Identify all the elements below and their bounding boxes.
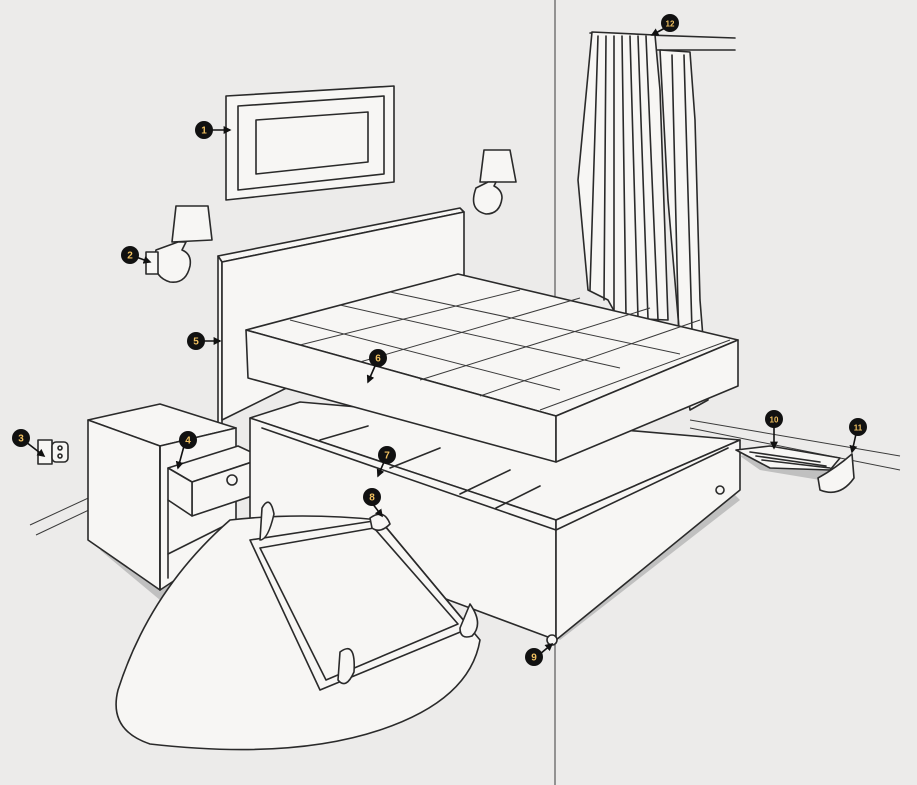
left-wall-sconce xyxy=(145,205,213,283)
callout-6-label: 6 xyxy=(375,354,381,365)
wall-outlet xyxy=(37,439,69,465)
callout-2-label: 2 xyxy=(127,251,133,262)
callout-4: 4 xyxy=(179,431,197,449)
callout-9: 9 xyxy=(525,648,543,666)
callout-12-label: 12 xyxy=(666,20,675,29)
callout-5: 5 xyxy=(187,332,205,350)
callout-11: 11 xyxy=(849,418,867,436)
callout-4-label: 4 xyxy=(185,436,191,447)
mattress xyxy=(245,273,739,463)
wall-picture-frame xyxy=(225,85,395,201)
callout-3: 3 xyxy=(12,429,30,447)
callout-10-label: 10 xyxy=(770,416,779,425)
callout-6: 6 xyxy=(369,349,387,367)
callout-7-label: 7 xyxy=(384,451,390,462)
callout-9-label: 9 xyxy=(531,653,537,664)
mattress-protector xyxy=(115,501,481,751)
callout-8: 8 xyxy=(363,488,381,506)
callout-3-label: 3 xyxy=(18,434,24,445)
callout-8-label: 8 xyxy=(369,493,375,504)
callout-1: 1 xyxy=(195,121,213,139)
callout-1-label: 1 xyxy=(201,126,207,137)
callout-2: 2 xyxy=(121,246,139,264)
rug xyxy=(735,445,855,494)
callout-5-label: 5 xyxy=(193,337,199,348)
callout-11-label: 11 xyxy=(854,424,863,433)
callout-7: 7 xyxy=(378,446,396,464)
callout-10: 10 xyxy=(765,410,783,428)
callout-12: 12 xyxy=(661,14,679,32)
right-wall-sconce xyxy=(472,149,517,215)
